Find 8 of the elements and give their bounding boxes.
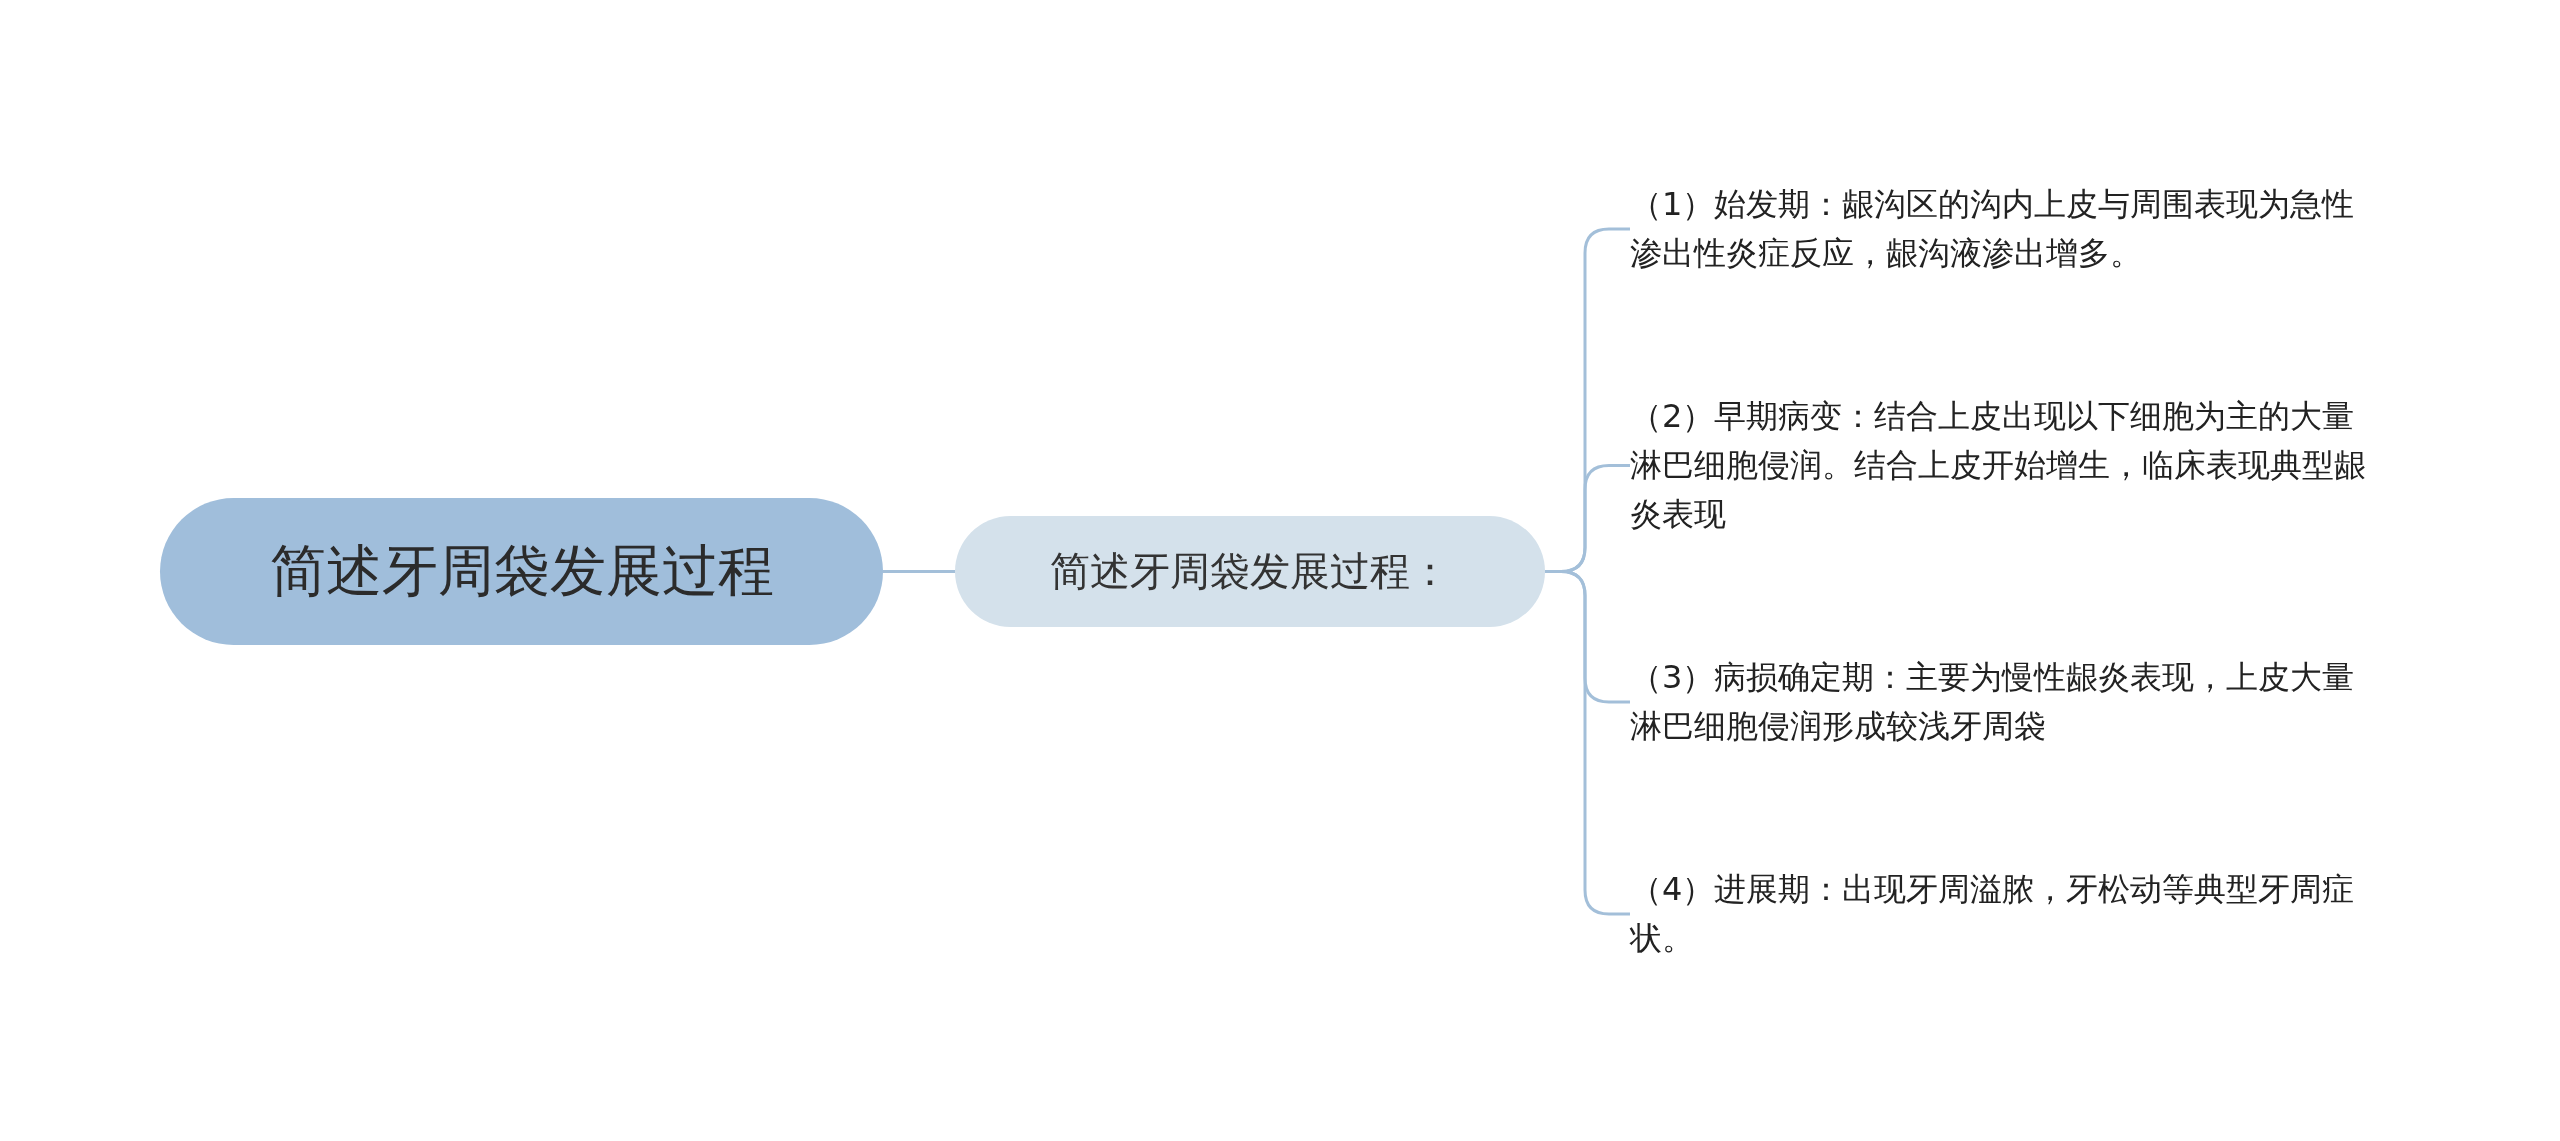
topic-box: 简述牙周袋发展过程： [955,516,1545,627]
connector-line [1545,570,1630,916]
connector-line [883,570,955,573]
branch-text: （1）始发期：龈沟区的沟内上皮与周围表现为急性渗出性炎症反应，龈沟液渗出增多。 [1630,180,2375,278]
branch-text: （3）病损确定期：主要为慢性龈炎表现，上皮大量淋巴细胞侵润形成较浅牙周袋 [1630,653,2375,751]
root-topic-box: 简述牙周袋发展过程 [160,498,883,645]
branch-text: （4）进展期：出现牙周溢脓，牙松动等典型牙周症状。 [1630,865,2375,963]
branch-text: （2）早期病变：结合上皮出现以下细胞为主的大量淋巴细胞侵润。结合上皮开始增生，临床表现典型龈炎表现 [1630,392,2375,539]
